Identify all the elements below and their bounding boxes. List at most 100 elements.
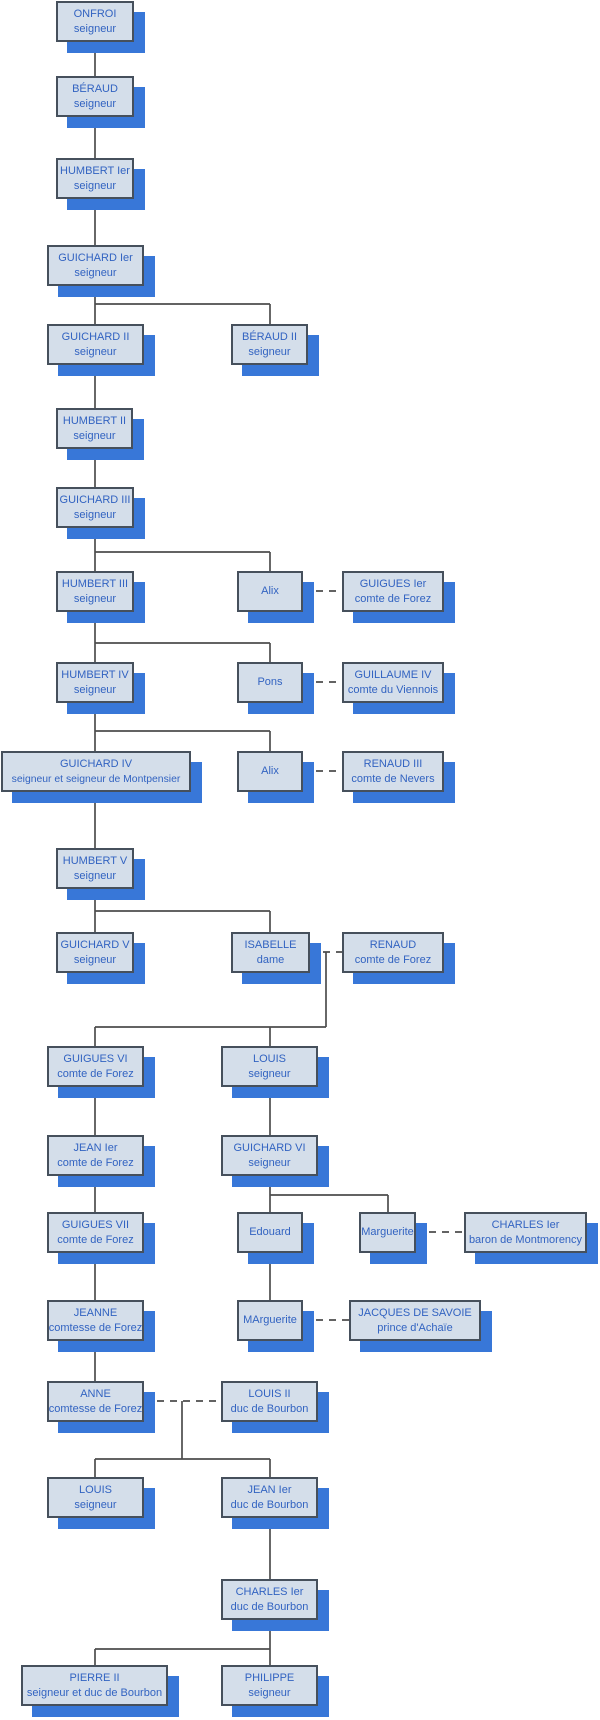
person-title: seigneur	[73, 22, 117, 35]
node-jeanne[interactable]: JEANNE comtesse de Forez	[47, 1300, 144, 1341]
person-name: GUICHARD II	[61, 330, 130, 343]
node-guigues1[interactable]: GUIGUES Ier comte de Forez	[342, 571, 444, 612]
node-guichard5[interactable]: GUICHARD V seigneur	[56, 932, 134, 973]
person-name: GUIGUES VII	[61, 1218, 130, 1231]
person-name: Edouard	[249, 1226, 291, 1238]
node-guillaume4[interactable]: GUILLAUME IV comte du Viennois	[342, 662, 444, 703]
person-name: LOUIS	[78, 1483, 112, 1496]
person-title: seigneur	[248, 1067, 291, 1080]
person-name: RENAUD III	[363, 757, 423, 770]
person-name: GUICHARD VI	[233, 1141, 306, 1154]
node-marguerite1[interactable]: Marguerite	[359, 1212, 416, 1253]
person-name: PHILIPPE	[244, 1671, 295, 1684]
node-pierre2[interactable]: PIERRE II seigneur et duc de Bourbon	[21, 1665, 168, 1706]
node-louis_sgr[interactable]: LOUIS seigneur	[47, 1477, 144, 1518]
node-charles_mont[interactable]: CHARLES Ier baron de Montmorency	[464, 1212, 587, 1253]
person-name: CHARLES Ier	[491, 1218, 560, 1231]
person-name: ONFROI	[73, 7, 117, 20]
node-philippe[interactable]: PHILIPPE seigneur	[221, 1665, 318, 1706]
person-title: seigneur et duc de Bourbon	[26, 1686, 163, 1699]
person-name: HUMBERT V	[62, 854, 128, 867]
node-edouard[interactable]: Edouard	[237, 1212, 303, 1253]
person-title: seigneur	[73, 508, 117, 521]
person-name: Alix	[261, 585, 279, 597]
person-title: duc de Bourbon	[230, 1498, 309, 1511]
node-humbert3[interactable]: HUMBERT III seigneur	[56, 571, 134, 612]
person-name: HUMBERT III	[61, 577, 129, 590]
person-title: dame	[256, 953, 285, 966]
person-title: seigneur	[73, 429, 116, 442]
person-name: GUILLAUME IV	[354, 668, 432, 681]
node-renaud3[interactable]: RENAUD III comte de Nevers	[342, 751, 444, 792]
node-guigues6[interactable]: GUIGUES VI comte de Forez	[47, 1046, 144, 1087]
person-title: comte de Forez	[57, 1067, 134, 1080]
node-onfroi[interactable]: ONFROI seigneur	[56, 1, 134, 42]
person-name: GUICHARD III	[59, 493, 131, 506]
node-alix2[interactable]: Alix	[237, 751, 303, 792]
person-title: baron de Montmorency	[468, 1233, 583, 1246]
person-name: MArguerite	[243, 1314, 297, 1326]
node-humbert4[interactable]: HUMBERT IV seigneur	[56, 662, 134, 703]
person-name: PIERRE II	[69, 1671, 120, 1684]
node-anne[interactable]: ANNE comtesse de Forez	[47, 1381, 144, 1422]
node-marguerite2[interactable]: MArguerite	[237, 1300, 303, 1341]
person-name: HUMBERT Ier	[60, 164, 130, 177]
person-title: comte de Forez	[57, 1233, 134, 1246]
person-name: Alix	[261, 765, 279, 777]
person-name: LOUIS II	[248, 1387, 291, 1400]
person-name: JEAN Ier	[73, 1141, 118, 1154]
person-title: seigneur	[248, 345, 291, 358]
person-name: Pons	[257, 676, 283, 688]
node-guichard1[interactable]: GUICHARD Ier seigneur	[47, 245, 144, 286]
person-name: GUIGUES VI	[63, 1052, 128, 1065]
person-title: duc de Bourbon	[230, 1402, 309, 1415]
node-guichard3[interactable]: GUICHARD III seigneur	[56, 487, 134, 528]
node-humbert2[interactable]: HUMBERT II seigneur	[56, 408, 133, 449]
person-title: seigneur	[73, 683, 117, 696]
person-title: comtesse de Forez	[48, 1321, 143, 1334]
person-title: comte de Forez	[354, 953, 432, 966]
person-name: JEANNE	[73, 1306, 118, 1319]
node-louis2[interactable]: LOUIS II duc de Bourbon	[221, 1381, 318, 1422]
node-guichard6[interactable]: GUICHARD VI seigneur	[221, 1135, 318, 1176]
person-title: seigneur	[248, 1686, 291, 1699]
person-name: GUICHARD V	[60, 938, 130, 951]
person-title: comte de Forez	[354, 592, 432, 605]
person-title: comtesse de Forez	[48, 1402, 143, 1415]
node-pons[interactable]: Pons	[237, 662, 303, 703]
node-alix1[interactable]: Alix	[237, 571, 303, 612]
person-name: BÉRAUD	[72, 82, 118, 95]
person-title: seigneur	[73, 97, 117, 110]
person-name: ANNE	[80, 1387, 111, 1400]
node-guigues7[interactable]: GUIGUES VII comte de Forez	[47, 1212, 144, 1253]
person-title: duc de Bourbon	[230, 1600, 309, 1613]
node-beraud[interactable]: BÉRAUD seigneur	[56, 76, 134, 117]
person-title: seigneur	[74, 1498, 117, 1511]
person-name: HUMBERT IV	[61, 668, 129, 681]
node-isabelle[interactable]: ISABELLE dame	[231, 932, 310, 973]
person-name: JACQUES DE SAVOIE	[358, 1306, 472, 1319]
person-name: HUMBERT II	[62, 414, 127, 427]
person-name: BÉRAUD II	[241, 330, 297, 343]
person-title: comte du Viennois	[347, 683, 439, 696]
person-title: comte de Nevers	[351, 772, 435, 785]
person-title: seigneur	[73, 592, 117, 605]
person-name: ISABELLE	[244, 938, 297, 951]
person-title: seigneur	[73, 953, 117, 966]
node-beraud2[interactable]: BÉRAUD II seigneur	[231, 324, 308, 365]
person-name: GUICHARD Ier	[58, 251, 133, 264]
person-title: seigneur	[248, 1156, 291, 1169]
person-title: seigneur	[74, 266, 117, 279]
person-name: GUIGUES Ier	[359, 577, 427, 590]
